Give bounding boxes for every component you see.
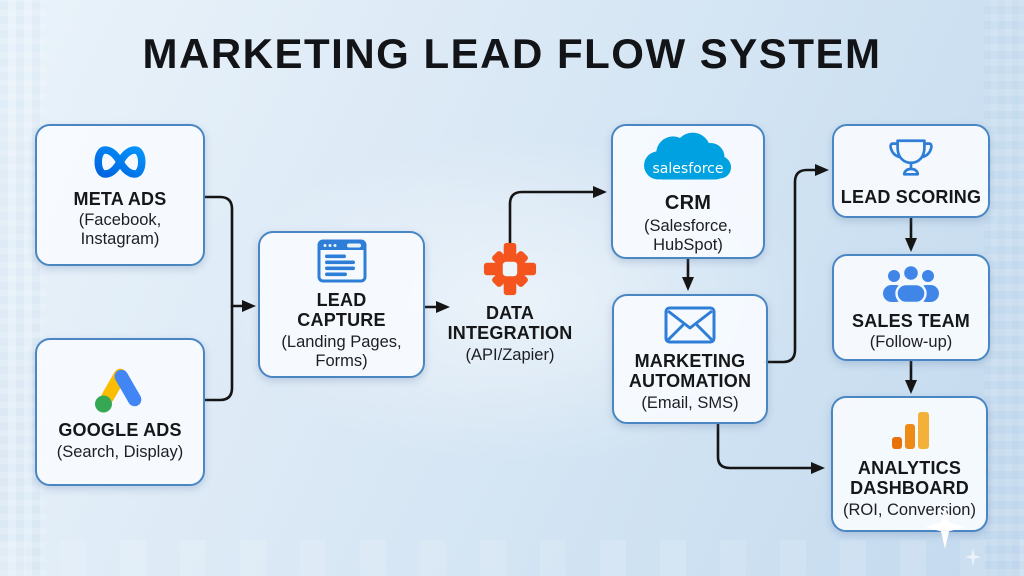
node-title: SALES TEAM xyxy=(851,310,970,331)
salesforce-logo-icon: salesforce xyxy=(632,128,744,186)
email-icon xyxy=(663,305,717,345)
node-subtitle: (Landing Pages, Forms) xyxy=(281,332,402,371)
node-subtitle: (Facebook, Instagram) xyxy=(78,211,162,249)
node-subtitle: (API/Zapier) xyxy=(465,345,555,364)
node-marketing-automation: MARKETING AUTOMATION (Email, SMS) xyxy=(612,294,768,424)
edge-automation-to-analytics xyxy=(716,422,825,474)
node-subtitle: (Search, Display) xyxy=(56,442,184,461)
node-meta-ads: META ADS (Facebook, Instagram) xyxy=(35,124,205,266)
node-title: ANALYTICS DASHBOARD xyxy=(850,457,969,499)
edge-meta-google-bracket xyxy=(203,195,234,402)
edge-dataintegration-to-crm xyxy=(508,186,607,248)
node-title: LEAD CAPTURE xyxy=(297,289,386,331)
node-lead-capture: LEAD CAPTURE (Landing Pages, Forms) xyxy=(258,231,425,378)
node-title: CRM xyxy=(664,191,712,214)
node-lead-scoring: LEAD SCORING xyxy=(832,124,990,218)
node-title: LEAD SCORING xyxy=(840,186,982,207)
trophy-icon xyxy=(888,135,934,181)
node-title: META ADS xyxy=(73,188,167,209)
edge-automation-to-leadscoring xyxy=(763,164,829,364)
meta-logo-icon xyxy=(88,141,152,183)
node-subtitle: (ROI, Conversion) xyxy=(843,500,976,519)
node-title: MARKETING AUTOMATION xyxy=(628,350,752,392)
node-sales-team: SALES TEAM (Follow-up) xyxy=(832,254,990,361)
browser-form-icon xyxy=(316,238,368,284)
team-icon xyxy=(881,263,941,305)
google-ads-logo-icon xyxy=(91,362,149,414)
node-subtitle: (Follow-up) xyxy=(869,333,953,352)
node-data-integration: DATA INTEGRATION (API/Zapier) xyxy=(433,236,587,370)
page-title: MARKETING LEAD FLOW SYSTEM xyxy=(142,30,882,77)
node-analytics-dashboard: ANALYTICS DASHBOARD (ROI, Conversion) xyxy=(831,396,988,532)
node-crm: salesforce CRM (Salesforce, HubSpot) xyxy=(611,124,765,259)
node-title: DATA INTEGRATION xyxy=(447,302,573,344)
node-subtitle: (Email, SMS) xyxy=(641,393,739,412)
node-title: GOOGLE ADS xyxy=(58,420,182,441)
bar-chart-icon xyxy=(888,408,932,452)
node-google-ads: GOOGLE ADS (Search, Display) xyxy=(35,338,205,486)
svg-text:salesforce: salesforce xyxy=(652,161,723,177)
node-subtitle: (Salesforce, HubSpot) xyxy=(643,216,733,254)
zapier-icon xyxy=(482,241,538,297)
